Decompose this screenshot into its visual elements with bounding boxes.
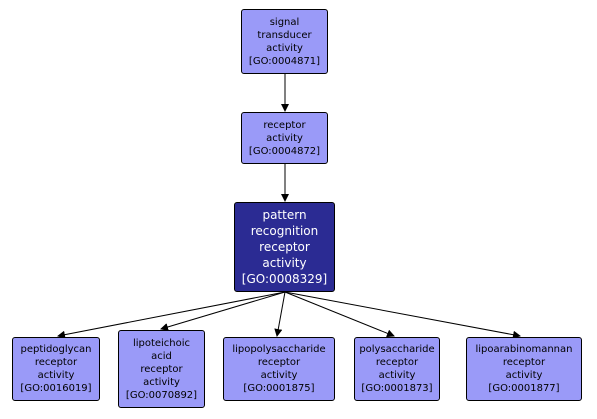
node-label-line: receptor (140, 363, 183, 375)
node-label-line: [GO:0004872] (248, 145, 321, 157)
node-peptidoglycan-receptor-activity[interactable]: peptidoglycan receptor activity [GO:0016019… (12, 337, 100, 401)
node-label-line: [GO:0004871] (248, 55, 321, 67)
node-label-line: signal (269, 16, 300, 28)
node-label-line: activity (260, 370, 298, 381)
edge-pattern-to-polysaccharide (284, 291, 395, 338)
node-label-line: [GO:0016019] (20, 383, 92, 394)
node-label-line: activity (266, 42, 303, 54)
node-label-line: transducer (257, 29, 312, 41)
node-label-line: [GO:0070892] (125, 389, 198, 401)
node-label-line: [GO:0001873] (361, 383, 433, 394)
node-label-line: receptor (257, 357, 301, 368)
node-label-line: activity (266, 132, 303, 144)
node-label-line: receptor (502, 357, 546, 368)
node-polysaccharide-receptor-activity[interactable]: polysaccharide receptor activity [GO:000187… (354, 337, 440, 401)
node-label-line: activity (143, 376, 180, 388)
node-label-line: lipopolysaccharide (232, 344, 326, 355)
node-label-line: receptor (259, 240, 310, 254)
node-lipopolysaccharide-receptor-activity[interactable]: lipopolysaccharide receptor activity [GO:00… (223, 337, 335, 401)
node-label-line: [GO:0001875] (243, 383, 315, 394)
node-label-line: pattern (262, 208, 307, 222)
edge-pattern-to-lipoarabinomannan (284, 291, 521, 339)
node-label-line: activity (378, 370, 416, 381)
node-label-line: polysaccharide (359, 344, 435, 355)
node-label-line: [GO:0008329] (241, 272, 328, 286)
node-label-line: activity (505, 370, 543, 381)
node-label-line: receptor (34, 357, 78, 368)
node-label-line: peptidoglycan (20, 344, 92, 355)
node-label-line: recognition (250, 224, 319, 238)
node-label-line: lipoarabinomannan (475, 344, 573, 355)
edge-pattern-to-lipopolysaccharide (274, 291, 286, 337)
node-pattern-recognition-receptor-activity[interactable]: pattern recognition receptor activity [GO:00… (234, 202, 335, 292)
node-label-line: lipoteichoic (132, 337, 191, 349)
node-label-line: activity (262, 256, 307, 270)
edge-pattern-to-peptidoglycan (57, 291, 286, 339)
node-label-line: receptor (263, 119, 306, 131)
node-label-line: acid (151, 350, 172, 362)
node-label-line: receptor (375, 357, 419, 368)
node-label-line: [GO:0001877] (488, 383, 560, 394)
node-lipoarabinomannan-receptor-activity[interactable]: lipoarabinomannan receptor activity [GO:000… (466, 337, 582, 401)
edge-pattern-to-lipoteichoic (160, 291, 286, 331)
node-label-line: activity (37, 370, 75, 381)
